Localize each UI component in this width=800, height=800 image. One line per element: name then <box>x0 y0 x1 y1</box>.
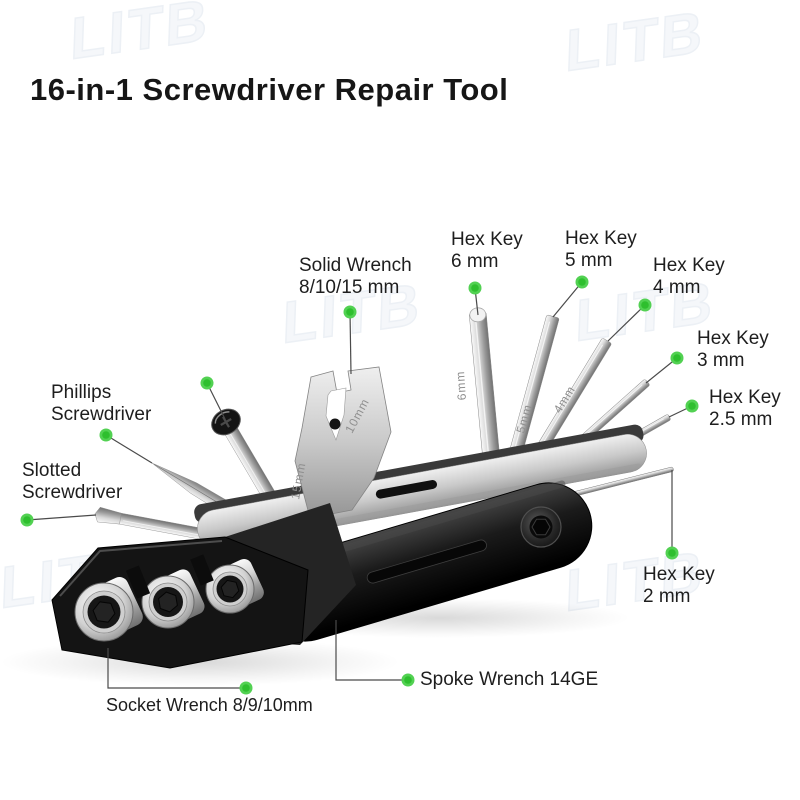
page-title: 16-in-1 Screwdriver Repair Tool <box>30 72 509 107</box>
callout-dot <box>685 399 699 413</box>
label-hex-key-4: Hex Key 4 mm <box>653 255 725 299</box>
label-line: 8/10/15 mm <box>299 277 400 298</box>
label-line: Hex Key <box>653 255 725 276</box>
callout-dot <box>670 351 684 365</box>
socket-8mm <box>74 577 143 642</box>
label-line: Spoke Wrench 14GE <box>420 669 599 690</box>
callout-dot <box>468 281 482 295</box>
socket-clip <box>125 565 151 599</box>
label-line: Hex Key <box>709 387 781 408</box>
label-line: Solid Wrench <box>299 255 412 276</box>
body-bolt-right <box>520 506 562 548</box>
callout-dot <box>401 673 415 687</box>
callout-line-socket-wrench <box>107 648 240 689</box>
label-hex-key-3: Hex Key 3 mm <box>697 328 769 372</box>
callout-dot <box>20 513 34 527</box>
label-line: Socket Wrench 8/9/10mm <box>106 695 313 715</box>
label-line: Hex Key <box>451 229 523 250</box>
label-slotted-screwdriver: Slotted Screwdriver <box>22 460 122 504</box>
callout-line-hex5 <box>552 281 583 318</box>
body-slot <box>366 539 487 584</box>
label-line: Phillips <box>51 382 112 403</box>
label-line: 3 mm <box>697 350 745 371</box>
label-line: 2 mm <box>643 586 691 607</box>
label-line: Screwdriver <box>51 404 152 425</box>
solid-wrench-pin <box>329 418 341 430</box>
callout-dot <box>638 298 652 312</box>
label-hex-key-2: Hex Key 2 mm <box>643 564 715 608</box>
solid-wrench <box>294 366 392 519</box>
phillips-bit-head <box>211 408 241 436</box>
label-line: Hex Key <box>565 228 637 249</box>
socket-10mm <box>205 559 264 614</box>
label-socket-wrench: Socket Wrench 8/9/10mm <box>106 694 313 716</box>
socket-9mm <box>141 569 205 629</box>
socket-clip <box>190 554 214 586</box>
callout-line-hex4 <box>607 304 646 342</box>
label-hex-key-6: Hex Key 6 mm <box>451 229 523 273</box>
callout-dot <box>200 376 214 390</box>
label-line: 2.5 mm <box>709 409 773 430</box>
engraving-15mm: 15mm <box>288 461 308 500</box>
label-line: 4 mm <box>653 277 701 298</box>
label-phillips-screwdriver: Phillips Screwdriver <box>51 382 151 426</box>
engraving-6mm: 6mm <box>453 370 469 401</box>
callout-dot <box>343 305 357 319</box>
frame-plate-slot <box>375 479 437 499</box>
callout-dot <box>99 428 113 442</box>
label-line: Hex Key <box>697 328 769 349</box>
label-line: Slotted <box>22 460 82 481</box>
label-solid-wrench: Solid Wrench 8/10/15 mm <box>299 255 412 299</box>
callout-line-spoke-wrench <box>335 620 402 681</box>
label-line: Screwdriver <box>22 482 123 503</box>
callout-line-hex3 <box>645 357 678 384</box>
label-line: 5 mm <box>565 250 613 271</box>
callout-line-solid-wrench <box>349 311 352 375</box>
label-line: 6 mm <box>451 251 499 272</box>
callout-dot <box>239 681 253 695</box>
callout-line-phillips <box>105 434 153 464</box>
callout-dot <box>665 546 679 560</box>
callout-dot <box>575 275 589 289</box>
label-hex-key-5: Hex Key 5 mm <box>565 228 637 272</box>
callout-line-slotted <box>26 514 97 521</box>
callout-line-phillips-head <box>206 382 226 420</box>
label-hex-key-2-5: Hex Key 2.5 mm <box>709 387 781 431</box>
callout-dots <box>20 275 699 695</box>
label-line: Hex Key <box>643 564 715 585</box>
label-spoke-wrench: Spoke Wrench 14GE <box>420 669 598 691</box>
